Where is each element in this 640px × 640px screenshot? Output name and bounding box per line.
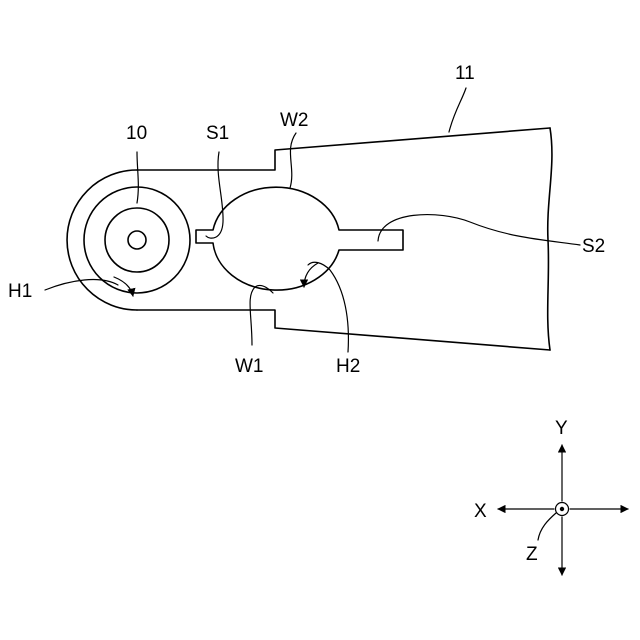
label-s2: S2	[582, 236, 605, 257]
label-s1: S1	[206, 123, 229, 144]
body-outline-upper	[137, 128, 550, 170]
label-w1: W1	[235, 356, 264, 377]
axis-label-y: Y	[555, 418, 568, 439]
label-h1: H1	[8, 281, 32, 302]
inner-hole-outline	[196, 187, 403, 290]
label-h2: H2	[336, 356, 360, 377]
coordinate-axes: Y X Z	[474, 418, 628, 575]
body-outline-lower	[137, 310, 550, 350]
label-10: 10	[126, 123, 147, 144]
leader-w2	[290, 133, 296, 188]
z-axis-dot	[560, 507, 564, 511]
axis-label-z: Z	[526, 544, 538, 565]
leader-h2	[308, 262, 348, 352]
body-left-round-end	[67, 170, 137, 310]
center-hole	[128, 231, 146, 249]
middle-ring	[105, 208, 169, 272]
z-leader	[538, 513, 556, 540]
leader-s2	[378, 215, 580, 245]
h2-arrow	[304, 263, 318, 287]
leader-h1	[45, 280, 118, 290]
body-right-break-line	[548, 128, 552, 350]
label-w2: W2	[280, 110, 309, 131]
part-11-body	[67, 128, 552, 350]
leader-10	[137, 152, 138, 203]
axis-label-x: X	[474, 501, 487, 522]
leader-11	[449, 88, 466, 132]
label-11: 11	[455, 63, 475, 84]
leader-w1	[250, 285, 273, 345]
